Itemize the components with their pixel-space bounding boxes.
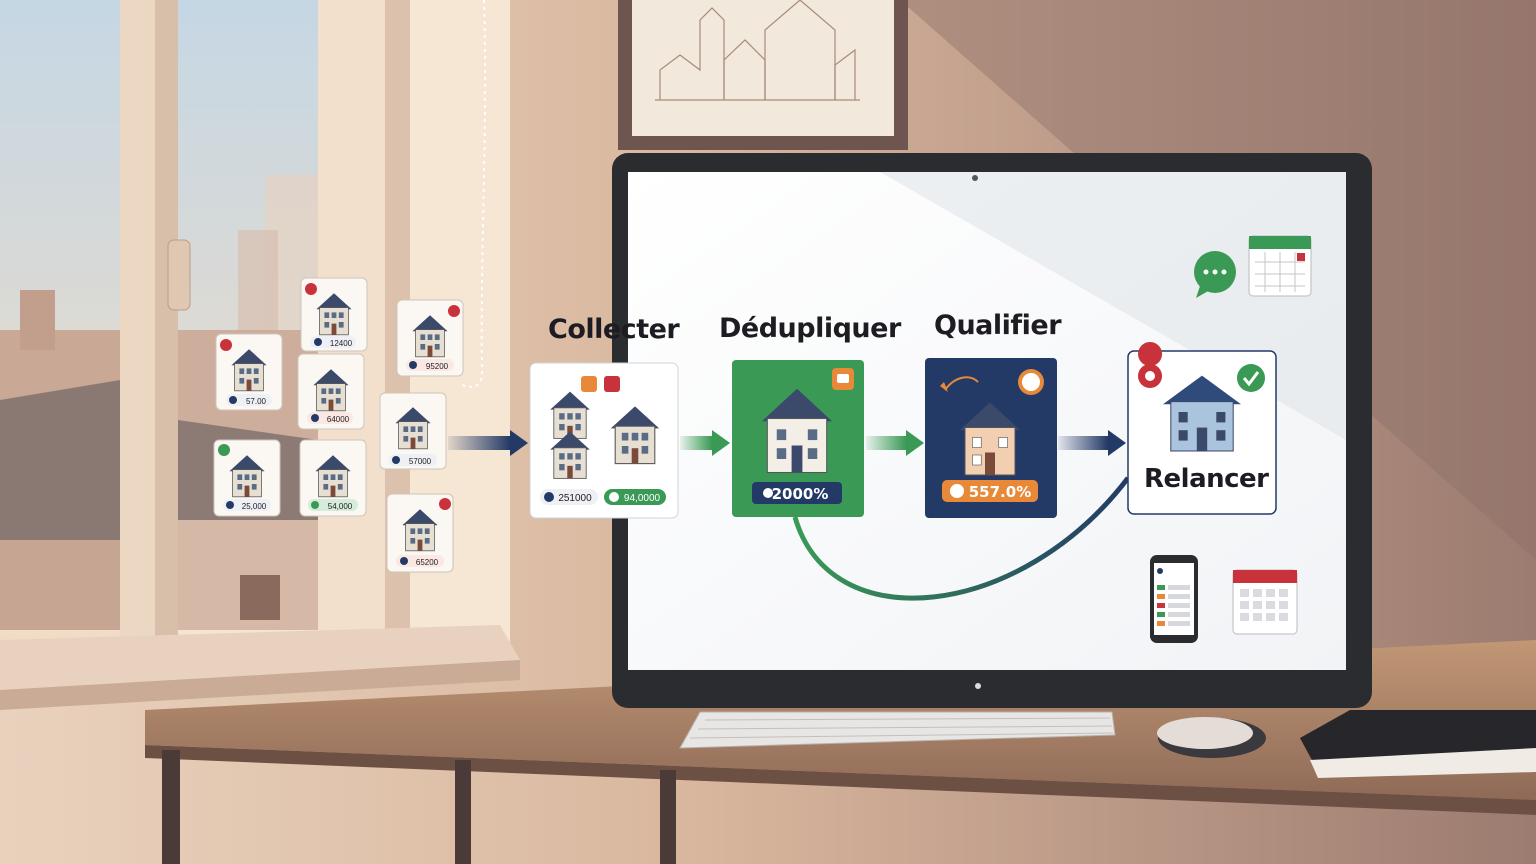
listing-price: 64000 bbox=[327, 415, 350, 424]
dedupe-card: 2000% bbox=[732, 360, 864, 517]
keyboard bbox=[679, 711, 1116, 749]
qualify-badge: 557.0% bbox=[969, 483, 1031, 501]
listing-price: 57000 bbox=[409, 457, 432, 466]
listing-price: 57.00 bbox=[246, 397, 267, 406]
listing-cards: 57.00 12400 64000 95200 bbox=[213, 277, 464, 573]
listing-card: 64000 bbox=[297, 353, 365, 430]
listing-card: 57.00 bbox=[215, 333, 283, 411]
calendar-icon bbox=[1232, 569, 1298, 635]
dedupe-badge: 2000% bbox=[772, 485, 829, 503]
listing-price: 54,000 bbox=[328, 502, 353, 511]
listing-card: 12400 bbox=[300, 277, 368, 352]
listing-card: 65200 bbox=[386, 493, 454, 573]
qualify-card: 557.0% bbox=[925, 358, 1057, 518]
calendar-icon bbox=[1248, 235, 1312, 297]
framed-picture bbox=[618, 0, 908, 150]
listing-price: 95200 bbox=[426, 362, 449, 371]
listing-card: 57000 bbox=[379, 392, 447, 470]
mouse bbox=[1157, 717, 1266, 758]
listing-card: 25,000 bbox=[213, 439, 281, 517]
step-label-dedupe: Dédupliquer bbox=[719, 313, 901, 344]
listing-card: 95200 bbox=[396, 299, 464, 377]
collect-badge-b: 94,0000 bbox=[624, 493, 661, 504]
listing-price: 12400 bbox=[330, 339, 353, 348]
listing-card: 54,000 bbox=[299, 439, 367, 517]
collect-card: 251000 94,0000 bbox=[529, 362, 679, 519]
followup-card bbox=[1127, 342, 1277, 515]
listing-price: 25,000 bbox=[242, 502, 267, 511]
step-label-qualify: Qualifier bbox=[934, 310, 1062, 341]
phone-icon bbox=[1150, 555, 1198, 643]
listing-price: 65200 bbox=[416, 558, 439, 567]
flow-arrows bbox=[448, 430, 1130, 601]
chat-icon bbox=[1194, 251, 1236, 298]
step-label-followup: Relancer bbox=[1144, 464, 1269, 494]
collect-badge-a: 251000 bbox=[558, 493, 592, 504]
step-label-collect: Collecter bbox=[548, 314, 680, 345]
book bbox=[1300, 710, 1536, 778]
